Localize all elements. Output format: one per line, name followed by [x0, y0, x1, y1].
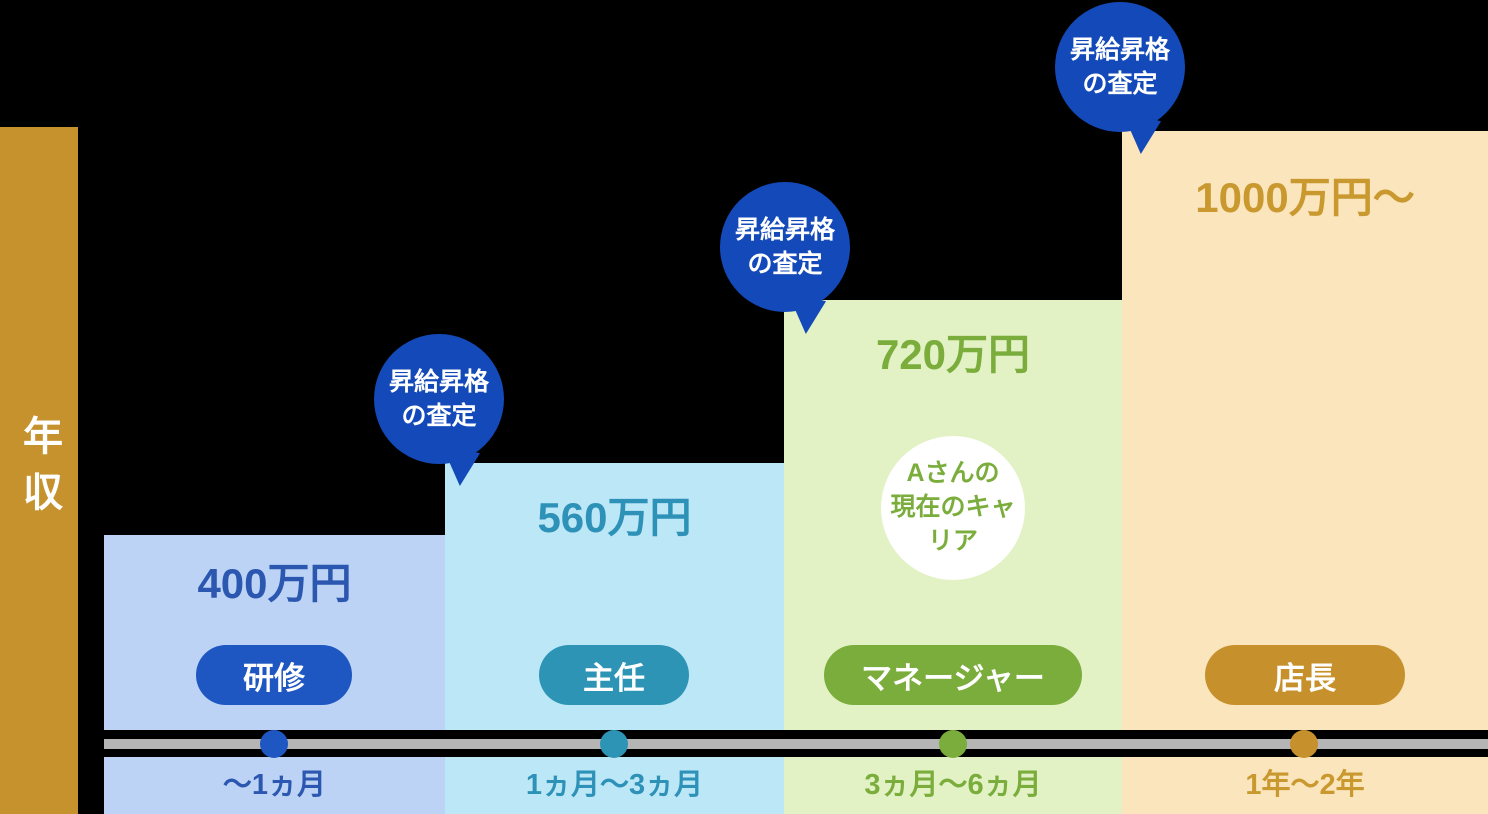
- duration-label-training: 〜1ヵ月: [222, 769, 327, 801]
- duration-strip-manager: 3ヵ月〜6ヵ月: [784, 757, 1122, 814]
- salary-label-store-manager: 1000万円〜: [1195, 174, 1415, 221]
- role-pill-manager-label: マネージャー: [861, 660, 1045, 696]
- assessment-bubble-3-line1: 昇給昇格: [1069, 35, 1170, 64]
- duration-strip-chief: 1ヵ月〜3ヵ月: [445, 757, 784, 814]
- current-career-line2: 現在のキャリア: [890, 493, 1016, 555]
- bar-stage-store-manager: 1000万円〜: [1122, 131, 1488, 730]
- assessment-bubble-1-line1: 昇給昇格: [388, 367, 489, 396]
- current-career-line1: Aさんの: [906, 459, 1000, 488]
- role-pill-training-label: 研修: [243, 660, 305, 696]
- assessment-bubble-2: 昇給昇格 の査定: [720, 182, 850, 334]
- duration-strip-store-manager: 1年〜2年: [1122, 757, 1488, 814]
- y-axis-label: 年収: [17, 414, 61, 527]
- duration-label-store-manager: 1年〜2年: [1245, 769, 1365, 801]
- salary-label-training: 400万円: [197, 560, 352, 607]
- duration-strip-training: 〜1ヵ月: [104, 757, 445, 814]
- role-pill-store-manager-label: 店長: [1274, 660, 1336, 696]
- timeline-dot-manager: [939, 730, 967, 758]
- duration-label-chief: 1ヵ月〜3ヵ月: [525, 769, 704, 801]
- role-pill-training: 研修: [196, 645, 352, 705]
- timeline-dot-store-manager: [1290, 730, 1318, 758]
- current-career-marker: Aさんの 現在のキャリア: [881, 436, 1025, 580]
- assessment-bubble-3: 昇給昇格 の査定: [1055, 2, 1185, 154]
- role-pill-manager: マネージャー: [824, 645, 1082, 705]
- assessment-bubble-3-line2: の査定: [1082, 70, 1158, 98]
- role-pill-chief-label: 主任: [583, 660, 645, 696]
- timeline-axis: [104, 739, 1488, 749]
- duration-label-manager: 3ヵ月〜6ヵ月: [864, 769, 1042, 801]
- salary-label-chief: 560万円: [537, 494, 692, 541]
- assessment-bubble-2-line2: の査定: [747, 250, 823, 278]
- assessment-bubble-1: 昇給昇格 の査定: [374, 334, 504, 486]
- timeline-dot-training: [260, 730, 288, 758]
- assessment-bubble-2-line1: 昇給昇格: [734, 215, 835, 244]
- role-pill-chief: 主任: [539, 645, 689, 705]
- timeline-dot-chief: [600, 730, 628, 758]
- salary-label-manager: 720万円: [875, 331, 1031, 378]
- y-axis-bar: 年収: [0, 127, 78, 814]
- assessment-bubble-1-line2: の査定: [401, 402, 477, 430]
- role-pill-store-manager: 店長: [1205, 645, 1405, 705]
